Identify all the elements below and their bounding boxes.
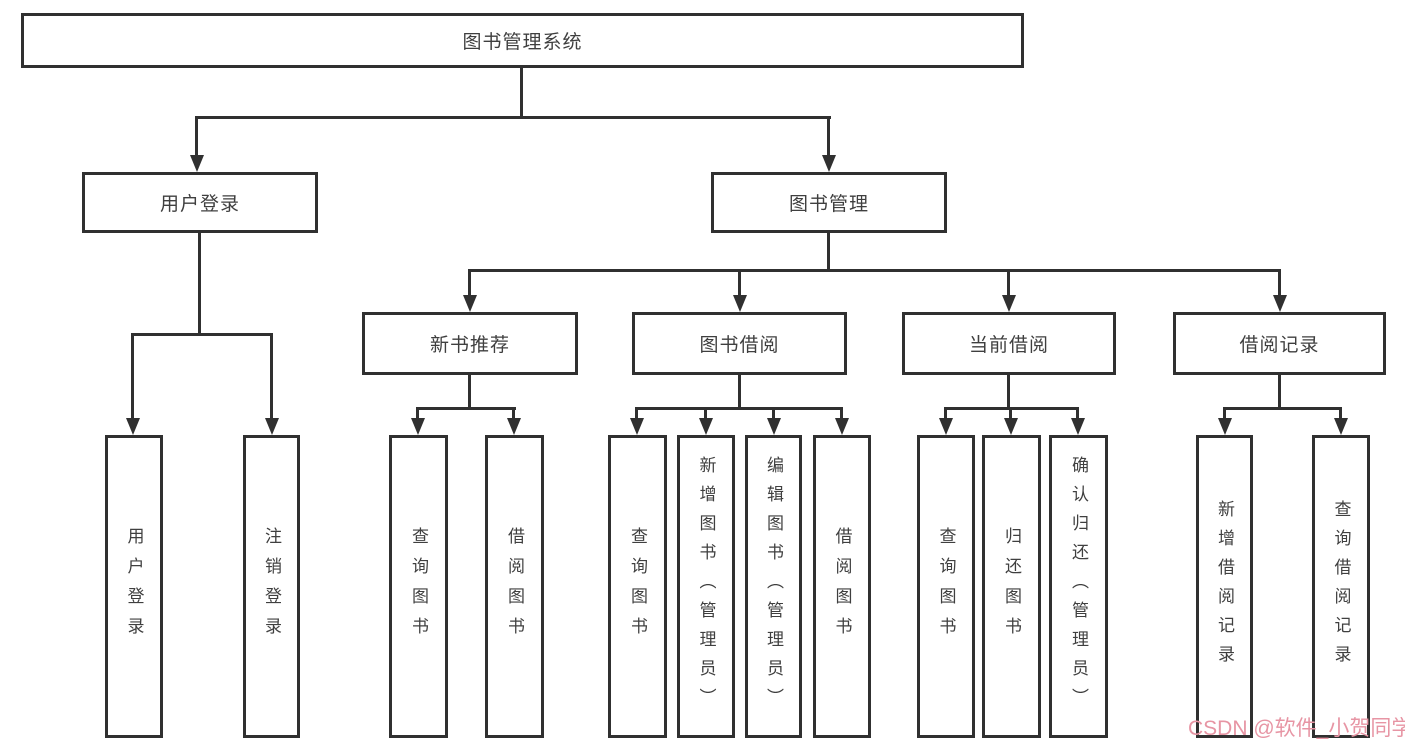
arrowhead-user-login [190, 155, 204, 172]
leaf-query-borrow-record: 查询借阅记录 [1312, 435, 1370, 738]
node-label: 用户登录 [159, 194, 240, 215]
connector-user-login-stem [198, 233, 201, 336]
connector-branch-login-leaf [131, 333, 134, 421]
arrowhead-login-leaf [126, 418, 140, 435]
node-library-management-system: 图书管理系统 [21, 13, 1024, 68]
connector-new-books-stem [468, 375, 471, 410]
leaf-label: 确认归还（管理员） [1069, 456, 1088, 717]
leaf-add-borrow-record: 新增借阅记录 [1196, 435, 1253, 738]
node-book-management: 图书管理 [711, 172, 947, 233]
arrowhead-add-record [1218, 418, 1232, 435]
connector-branch-logout-leaf [270, 333, 273, 421]
connector-book-mgmt-hline [468, 269, 1281, 272]
leaf-label: 编辑图书（管理员） [764, 456, 783, 717]
arrowhead-query-record [1334, 418, 1348, 435]
connector-branch-query-book-2 [635, 407, 638, 421]
leaf-label: 查询图书 [628, 526, 647, 647]
connector-current-borrow-stem [1007, 375, 1010, 410]
node-label: 图书管理系统 [462, 32, 583, 53]
connector-book-borrow-stem [738, 375, 741, 410]
leaf-user-login: 用户登录 [105, 435, 163, 738]
leaf-label: 借阅图书 [505, 526, 524, 647]
connector-branch-user-login [195, 116, 198, 160]
connector-branch-return-book [1009, 407, 1012, 421]
leaf-label: 新增图书（管理员） [696, 456, 716, 717]
connector-branch-confirm-return [1076, 407, 1079, 421]
arrowhead-borrow-book-2 [835, 418, 849, 435]
arrowhead-logout-leaf [265, 418, 279, 435]
connector-branch-borrow-book-1 [512, 407, 515, 421]
leaf-query-book-recommend: 查询图书 [389, 435, 448, 738]
leaf-query-book-current: 查询图书 [917, 435, 975, 738]
arrowhead-query-book-3 [939, 418, 953, 435]
node-label: 图书借阅 [699, 335, 780, 356]
connector-book-borrow-hline [635, 407, 843, 410]
node-label: 借阅记录 [1239, 335, 1320, 356]
leaf-label: 查询图书 [936, 526, 956, 647]
connector-root-hline [195, 116, 831, 119]
leaf-add-book-admin: 新增图书（管理员） [677, 435, 735, 738]
arrowhead-query-book-1 [411, 418, 425, 435]
arrowhead-new-books [463, 295, 477, 312]
connector-branch-borrow-book-2 [840, 407, 843, 421]
leaf-label: 用户登录 [124, 526, 144, 647]
connector-new-books-hline [416, 407, 516, 410]
connector-branch-query-book-1 [416, 407, 419, 421]
node-label: 当前借阅 [968, 335, 1049, 356]
connector-branch-add-book [704, 407, 707, 421]
connector-branch-borrow-records [1278, 269, 1281, 299]
leaf-logout: 注销登录 [243, 435, 300, 738]
connector-borrow-records-hline [1223, 407, 1342, 410]
connector-branch-query-record [1339, 407, 1342, 421]
arrowhead-book-borrow [733, 295, 747, 312]
csdn-watermark: CSDN @软件_小贺同学 [1188, 717, 1405, 740]
arrowhead-borrow-records [1273, 295, 1287, 312]
leaf-borrow-book-recommend: 借阅图书 [485, 435, 544, 738]
connector-branch-query-book-3 [944, 407, 947, 421]
arrowhead-query-book-2 [630, 418, 644, 435]
leaf-confirm-return-admin: 确认归还（管理员） [1049, 435, 1108, 738]
connector-branch-book-borrow [738, 269, 741, 299]
arrowhead-confirm-return [1071, 418, 1085, 435]
connector-branch-edit-book [772, 407, 775, 421]
arrowhead-book-mgmt [822, 155, 836, 172]
connector-borrow-records-stem [1278, 375, 1281, 410]
arrowhead-current-borrow [1002, 295, 1016, 312]
connector-branch-current-borrow [1007, 269, 1010, 299]
node-label: 新书推荐 [429, 335, 510, 356]
leaf-query-book-borrowing: 查询图书 [608, 435, 667, 738]
leaf-label: 查询图书 [409, 526, 428, 647]
leaf-label: 查询借阅记录 [1331, 499, 1351, 674]
node-current-borrowing: 当前借阅 [902, 312, 1116, 375]
leaf-borrow-book: 借阅图书 [813, 435, 871, 738]
leaf-label: 注销登录 [262, 526, 281, 647]
leaf-label: 归还图书 [1002, 526, 1021, 647]
leaf-label: 借阅图书 [832, 526, 852, 647]
leaf-return-book: 归还图书 [982, 435, 1041, 738]
connector-branch-new-books [468, 269, 471, 299]
arrowhead-borrow-book-1 [507, 418, 521, 435]
arrowhead-add-book [699, 418, 713, 435]
node-user-login: 用户登录 [82, 172, 318, 233]
arrowhead-edit-book [767, 418, 781, 435]
connector-branch-add-record [1223, 407, 1226, 421]
node-new-book-recommend: 新书推荐 [362, 312, 578, 375]
node-borrowing-records: 借阅记录 [1173, 312, 1386, 375]
connector-root-stem [520, 68, 523, 117]
connector-branch-book-mgmt [827, 116, 830, 160]
node-book-borrowing: 图书借阅 [632, 312, 847, 375]
connector-user-login-hline [131, 333, 273, 336]
connector-book-mgmt-stem [827, 233, 830, 272]
leaf-edit-book-admin: 编辑图书（管理员） [745, 435, 802, 738]
arrowhead-return-book [1004, 418, 1018, 435]
leaf-label: 新增借阅记录 [1215, 499, 1234, 674]
node-label: 图书管理 [788, 194, 869, 215]
